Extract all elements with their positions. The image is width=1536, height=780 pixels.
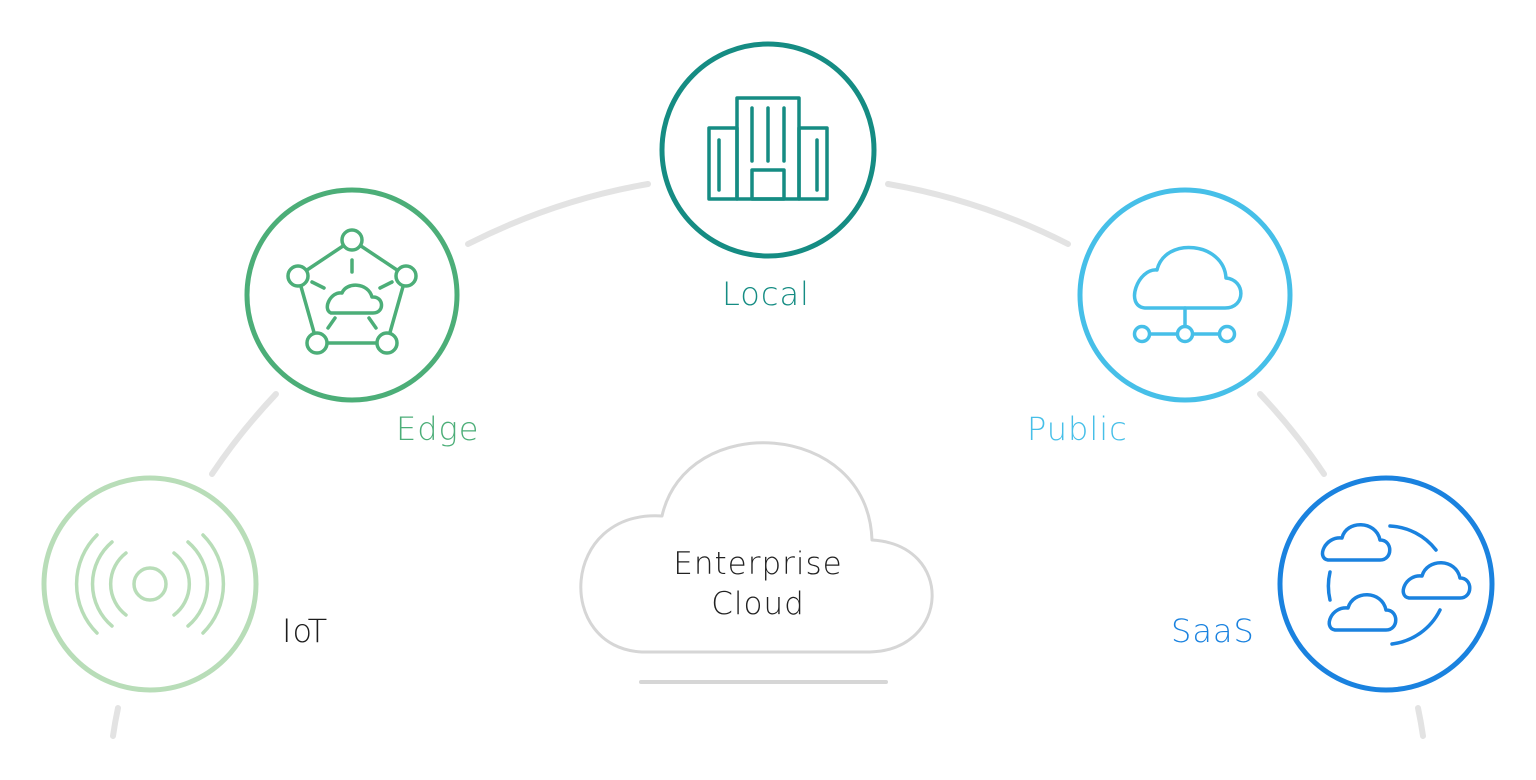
arc-iot-tail <box>110 705 121 739</box>
node-local <box>659 41 877 259</box>
center-title-line1: Enterprise <box>673 546 843 582</box>
node-iot <box>41 475 259 693</box>
center-title-line2: Cloud <box>711 586 805 622</box>
connector-arcs <box>110 181 1426 739</box>
node-public <box>1077 187 1293 403</box>
cloud-outline-icon <box>579 441 934 654</box>
office-building-icon <box>707 96 829 201</box>
public-circle <box>1077 187 1293 403</box>
saas-circle <box>1277 475 1495 693</box>
local-label: Local <box>722 275 810 313</box>
wireless-signal-icon <box>74 533 226 635</box>
arc-public-saas <box>1257 391 1327 477</box>
iot-circle <box>41 475 259 693</box>
arc-edge-iot <box>209 391 279 477</box>
edge-label: Edge <box>396 410 480 448</box>
public-label: Public <box>1027 410 1128 448</box>
iot-label: IoT <box>282 612 329 650</box>
enterprise-cloud <box>579 441 934 684</box>
arc-local-public <box>885 181 1071 247</box>
saas-label: SaaS <box>1171 612 1255 650</box>
cloud-network-icon <box>1132 245 1243 344</box>
node-edge <box>244 187 460 403</box>
multi-cloud-cycle-icon <box>1320 523 1472 646</box>
node-saas <box>1277 475 1495 693</box>
network-cloud-pentagon-icon <box>286 228 418 355</box>
edge-circle <box>244 187 460 403</box>
arc-saas-tail <box>1415 705 1426 739</box>
arc-local-edge <box>465 181 651 247</box>
